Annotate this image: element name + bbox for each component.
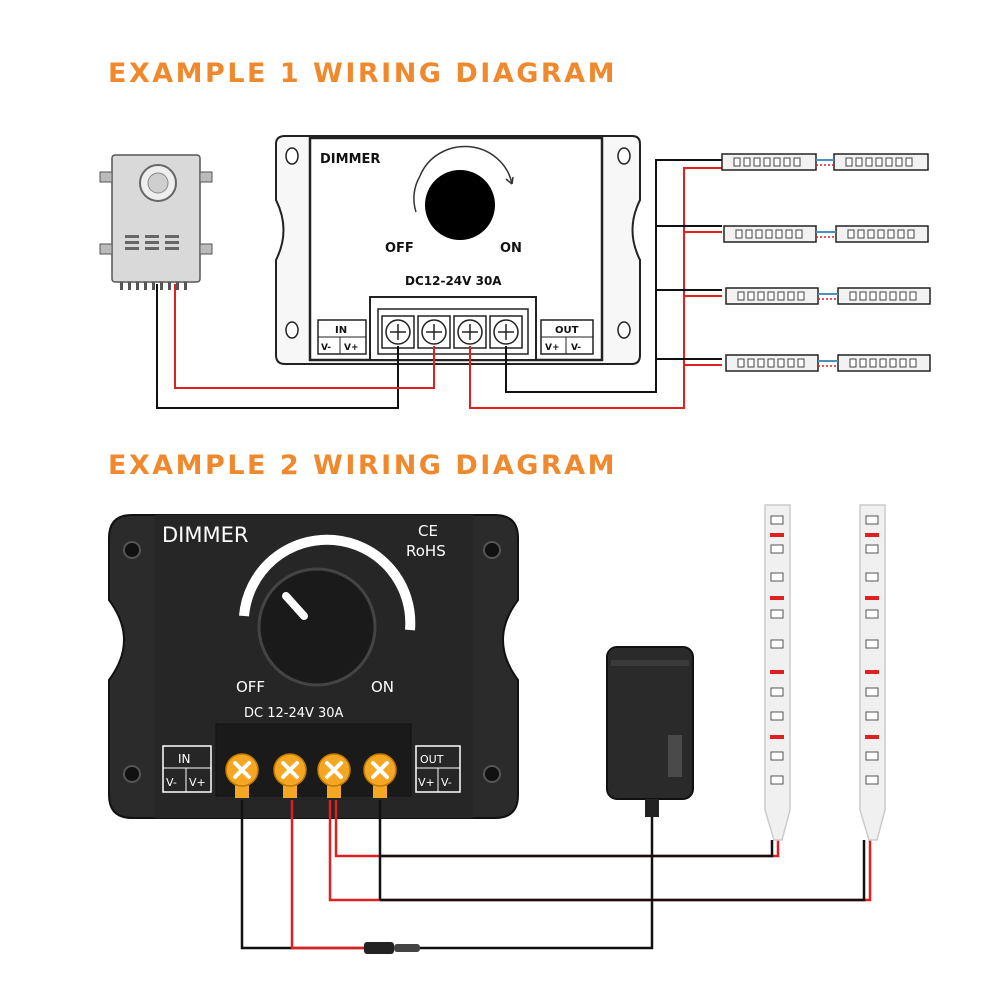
power-supply-icon (99, 154, 213, 290)
led-strip-icon (764, 504, 886, 841)
rohs-label: RoHS (406, 542, 446, 560)
dimmer-2-label: DIMMER (162, 523, 248, 547)
dimmer-2-off-label: OFF (236, 678, 265, 696)
ce-mark: CE (418, 522, 438, 540)
dimmer-2-out-box: OUT V+ V- (415, 745, 461, 793)
svg-text:V+: V+ (189, 776, 206, 789)
terminal-screw-2[interactable] (273, 753, 307, 798)
dimmer-2-dial-arc (239, 534, 416, 631)
svg-text:OUT: OUT (555, 325, 579, 336)
terminal-screw-1[interactable] (225, 753, 259, 798)
example-2-diagram: DIMMER CE RoHS OFF ON DC 12-24V 30A IN V… (108, 504, 886, 954)
example-1-diagram: DIMMER OFF ON DC12-24V 30A IN V- V+ (99, 135, 931, 409)
dimmer-1-off-label: OFF (385, 241, 414, 256)
svg-text:V-: V- (441, 776, 452, 789)
terminal-screw-4[interactable] (363, 753, 397, 798)
svg-text:V-: V- (166, 776, 177, 789)
dial-arrow-icon (413, 145, 514, 213)
example-2-heading: EXAMPLE 2 WIRING DIAGRAM (108, 450, 617, 481)
dimmer-1-out-box: OUT V+ V- (540, 319, 594, 355)
terminal-screw-3[interactable] (317, 753, 351, 798)
dimmer-1-rating: DC12-24V 30A (405, 274, 502, 288)
dimmer-2-on-label: ON (371, 678, 394, 696)
dimmer-2-in-box: IN V- V+ (162, 745, 212, 793)
svg-text:V+: V+ (418, 776, 435, 789)
example-1-input-wires (156, 284, 435, 409)
dimmer-1-in-box: IN V- V+ (317, 319, 367, 355)
dimmer-2-knob-indicator (282, 592, 308, 620)
dimmer-2-rating: DC 12-24V 30A (244, 706, 344, 721)
svg-text:V-: V- (571, 343, 581, 353)
svg-text:OUT: OUT (420, 753, 444, 766)
dimmer-1-label: DIMMER (320, 152, 380, 167)
led-strip-row-3 (725, 287, 931, 305)
svg-text:V+: V+ (545, 343, 560, 353)
terminal-screw-icon (225, 753, 397, 798)
adapter-icon (606, 646, 694, 817)
terminal-screw-icon (381, 315, 523, 349)
led-strip-row-4 (725, 354, 931, 372)
svg-text:V-: V- (321, 343, 331, 353)
svg-text:V+: V+ (344, 343, 359, 353)
led-strip-row-2 (723, 225, 929, 243)
dimmer-1-knob[interactable] (425, 170, 495, 240)
example-1-heading: EXAMPLE 1 WIRING DIAGRAM (108, 58, 617, 89)
svg-text:IN: IN (178, 752, 191, 766)
dimmer-1-on-label: ON (500, 241, 522, 256)
dc-connector (364, 942, 420, 954)
dimmer-2-knob[interactable] (257, 567, 377, 687)
example-1-output-wires (469, 159, 722, 409)
led-strip-icon (721, 153, 931, 372)
example-2-wires (240, 800, 872, 950)
svg-text:IN: IN (335, 325, 347, 336)
